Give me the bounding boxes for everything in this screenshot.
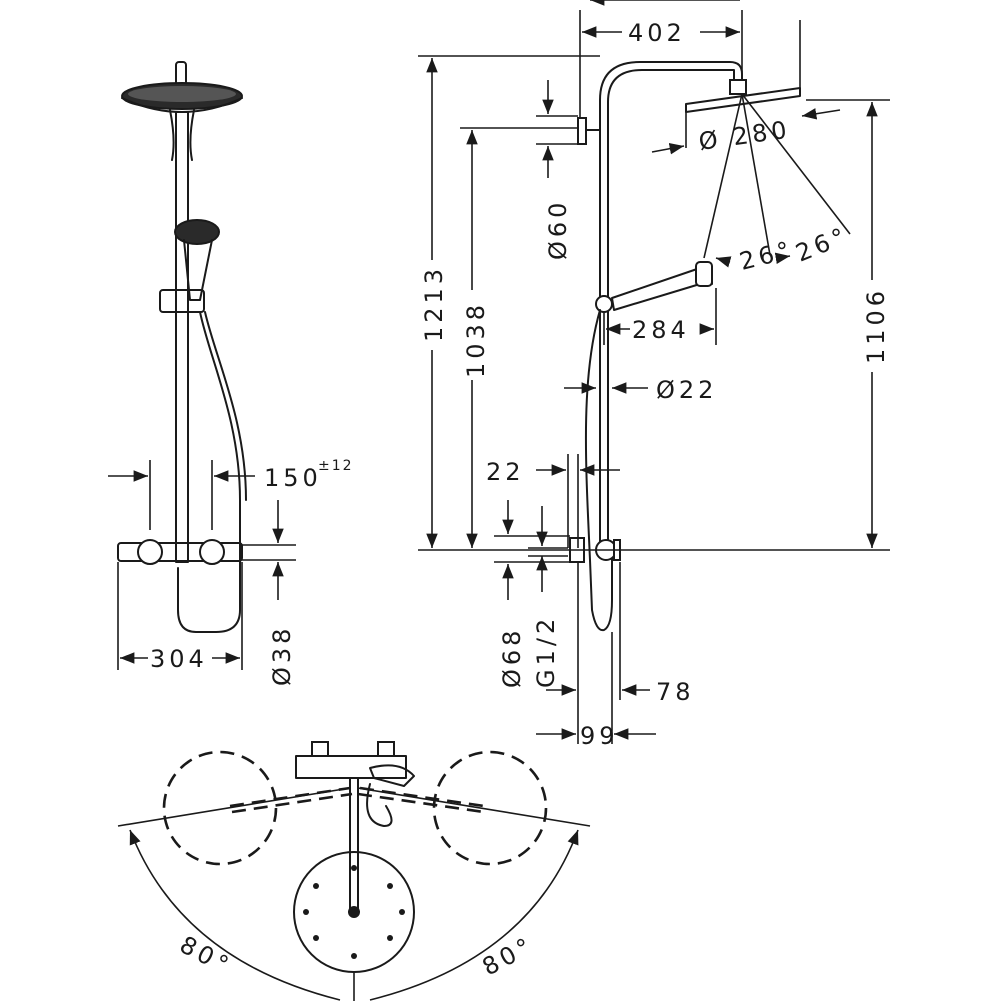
- dim-angle-80b: 80°: [478, 931, 539, 981]
- dim-304: 304: [150, 645, 208, 673]
- dim-402: 402: [628, 19, 686, 47]
- swivel-right-circle: [432, 750, 548, 866]
- overhead-shower-side: [685, 20, 801, 148]
- dim-22: 22: [486, 458, 525, 486]
- front-view: 150 ±12 Ø38 304: [108, 61, 354, 686]
- hand-shower-front: [159, 219, 220, 313]
- thermostat-front: [117, 539, 243, 565]
- dim-99: 99: [580, 722, 619, 750]
- hose-front: [177, 311, 241, 633]
- dim-150: 150: [264, 464, 322, 492]
- dim-d38: Ø38: [268, 625, 296, 686]
- dim-1106: 1106: [862, 287, 890, 364]
- dim-d60: Ø60: [544, 199, 572, 260]
- thermostat-top: [295, 741, 415, 827]
- dim-1213: 1213: [420, 265, 448, 342]
- hand-shower-side: [595, 261, 713, 313]
- dim-1038: 1038: [462, 301, 490, 378]
- dim-150-tolerance: ±12: [318, 458, 354, 474]
- plan-view: 80° 80°: [117, 741, 591, 1001]
- dim-d280: Ø 280: [697, 115, 792, 156]
- overhead-shower-front: [121, 61, 243, 161]
- dim-284: 284: [632, 316, 690, 344]
- dim-d22: Ø22: [656, 376, 717, 404]
- swivel-left-circle: [162, 750, 278, 866]
- dim-g12: G1/2: [532, 615, 560, 688]
- dim-78: 78: [656, 678, 695, 706]
- dim-d68: Ø68: [498, 627, 526, 688]
- dim-angle-26b: 26°: [792, 221, 853, 267]
- side-view: 402 Ø 280 26° 26° Ø60 1213 1038: [418, 0, 890, 750]
- riser-pipe-front: [175, 111, 189, 563]
- dim-angle-80a: 80°: [175, 931, 236, 981]
